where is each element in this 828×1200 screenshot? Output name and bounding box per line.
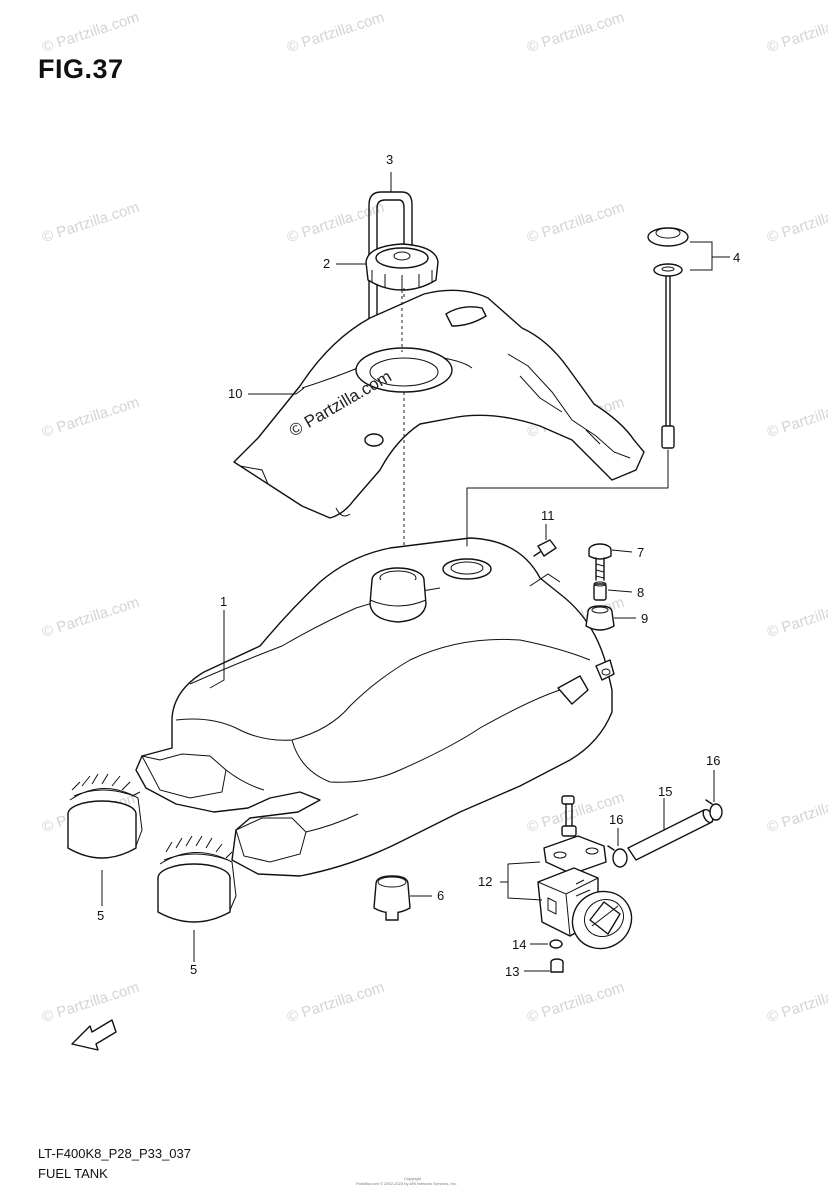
mounting-bolt-7[interactable] (588, 543, 612, 581)
callout-11[interactable]: 11 (541, 508, 555, 523)
copyright-line-1: Copyright (404, 1176, 422, 1181)
callout-16a[interactable]: 16 (706, 753, 721, 768)
callout-6[interactable]: 6 (437, 888, 445, 903)
callout-2[interactable]: 2 (323, 256, 331, 271)
bolt-11[interactable] (533, 539, 557, 557)
section-name: FUEL TANK (38, 1166, 108, 1181)
cushion-9[interactable] (585, 605, 615, 631)
callout-10[interactable]: 10 (228, 386, 243, 401)
leader-lines (101, 172, 730, 972)
hose-clamp-16a[interactable] (705, 799, 723, 821)
cushion-6[interactable] (373, 875, 411, 921)
tank-band-5a[interactable] (67, 773, 143, 859)
callout-16b[interactable]: 16 (609, 812, 624, 827)
callout-4[interactable]: 4 (733, 250, 741, 265)
fuel-cap[interactable] (365, 243, 439, 291)
fuel-hose-15[interactable] (627, 808, 715, 861)
copyright-line-2: Partzilla.com © 2002-2023 by ARI Network… (356, 1181, 457, 1186)
fwd-arrow-icon (71, 1019, 117, 1051)
callout-5b[interactable]: 5 (190, 962, 198, 977)
collar-8[interactable] (593, 581, 607, 601)
callout-3[interactable]: 3 (386, 152, 394, 167)
tank-band-5b[interactable] (157, 835, 237, 923)
model-code: LT-F400K8_P28_P33_037 (38, 1146, 191, 1161)
hose-clamp-16b[interactable] (607, 845, 628, 868)
fuel-gauge[interactable] (647, 227, 689, 449)
screw-13[interactable] (550, 958, 564, 973)
callout-8[interactable]: 8 (637, 585, 645, 600)
callout-12[interactable]: 12 (478, 874, 493, 889)
washer-14[interactable] (549, 939, 563, 949)
callout-14[interactable]: 14 (512, 937, 527, 952)
fuel-valve[interactable] (537, 795, 642, 959)
figure-title: FIG.37 (38, 54, 124, 84)
callout-7[interactable]: 7 (637, 545, 645, 560)
callout-15[interactable]: 15 (658, 784, 673, 799)
callout-9[interactable]: 9 (641, 611, 649, 626)
callout-1[interactable]: 1 (220, 594, 228, 609)
callout-5a[interactable]: 5 (97, 908, 105, 923)
fuel-tank-cover[interactable] (233, 289, 645, 519)
callout-13[interactable]: 13 (505, 964, 520, 979)
fuel-tank[interactable] (135, 537, 615, 877)
